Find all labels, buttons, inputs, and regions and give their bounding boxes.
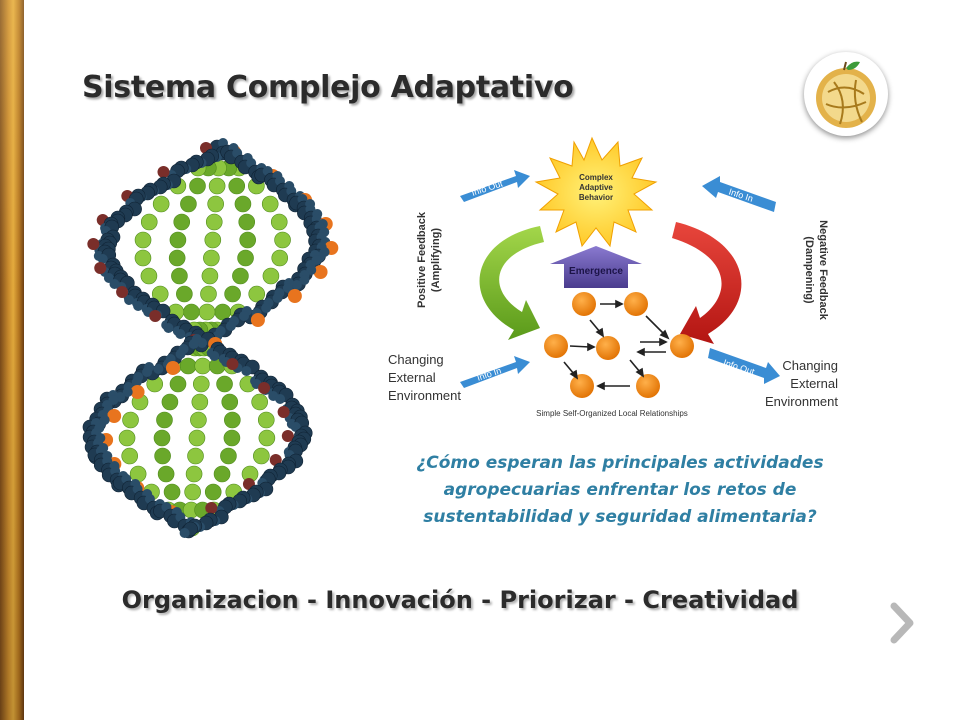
- agent-node: [596, 336, 620, 360]
- complex-adaptive-system-diagram: Complex Adaptive Behavior Emergence Info…: [388, 136, 838, 418]
- negative-feedback-label: Negative Feedback: [817, 220, 829, 321]
- right-environment-line-3: Environment: [765, 394, 838, 409]
- negative-feedback-arrow: [672, 222, 742, 344]
- next-slide-button[interactable]: [880, 596, 924, 650]
- fruit-dna-helix-icon: [82, 138, 339, 539]
- emergence-arrow: [550, 246, 642, 288]
- info-in-top-arrow: Info In: [702, 176, 776, 212]
- agent-node: [570, 374, 594, 398]
- left-environment-line-3: Environment: [388, 388, 461, 403]
- info-out-bottom-arrow: Info Out: [708, 348, 780, 384]
- complex-adaptive-behavior-star: [534, 136, 658, 248]
- info-in-bottom-arrow: Info In: [460, 356, 530, 388]
- star-label-line-2: Adaptive: [579, 183, 613, 192]
- right-environment-line-2: External: [790, 376, 838, 391]
- negative-feedback-sublabel: (Dampening): [803, 236, 815, 304]
- chevron-right-icon: [890, 602, 914, 644]
- star-label-line-1: Complex: [579, 173, 613, 182]
- sidebar-gradient-bar: [0, 0, 24, 720]
- positive-feedback-sublabel: (Amplifying): [430, 228, 442, 292]
- left-environment-line-1: Changing: [388, 352, 444, 367]
- local-relationships-caption: Simple Self-Organized Local Relationship…: [536, 409, 688, 418]
- emergence-label: Emergence: [569, 266, 623, 277]
- agent-node: [670, 334, 694, 358]
- guiding-question: ¿Cómo esperan las principales actividade…: [416, 453, 824, 527]
- positive-feedback-label: Positive Feedback: [416, 211, 428, 308]
- positive-feedback-arrow: [479, 226, 544, 340]
- agent-node: [544, 334, 568, 358]
- info-out-top-arrow: Info Out: [460, 170, 530, 202]
- info-in-bottom-label: Info In: [476, 366, 503, 383]
- slide-title: Sistema Complejo Adaptativo: [82, 70, 574, 105]
- info-in-top-label: Info In: [727, 187, 754, 204]
- relationship-arrows: [563, 299, 670, 391]
- orange-fruit-logo-icon: [804, 52, 888, 136]
- keywords-line: Organizacion - Innovación - Priorizar - …: [121, 586, 799, 614]
- agent-node: [636, 374, 660, 398]
- agent-node: [572, 292, 596, 316]
- agent-node: [624, 292, 648, 316]
- local-relationships-network: [544, 292, 694, 398]
- right-environment-line-1: Changing: [782, 358, 838, 373]
- left-environment-line-2: External: [388, 370, 436, 385]
- star-label-line-3: Behavior: [579, 193, 613, 202]
- info-out-top-label: Info Out: [470, 178, 504, 198]
